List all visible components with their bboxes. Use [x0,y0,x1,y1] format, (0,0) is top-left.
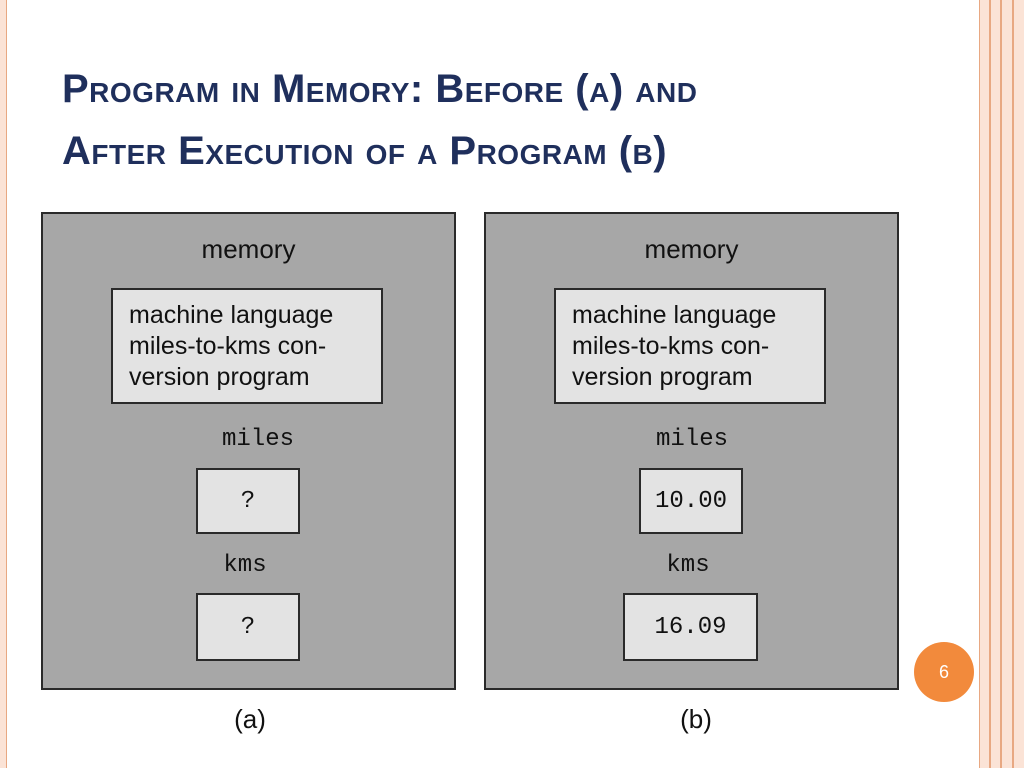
slide-title-line-2: After Execution of a Program (b) [62,129,668,173]
kms-label: kms [223,552,267,579]
right-decorative-stripes [979,0,1024,768]
kms-label: kms [666,552,710,579]
slide-title: Program in Memory: Before (a) and After … [62,58,942,182]
program-line: machine language [572,301,777,329]
program-line: version program [572,363,753,391]
miles-label: miles [221,426,294,453]
page-number-badge: 6 [914,642,974,702]
miles-value-box: ? [196,468,300,534]
program-box: machine language miles-to-kms con- versi… [554,288,826,404]
kms-value-box: ? [196,593,300,661]
memory-label: memory [201,234,296,264]
left-decorative-edge [0,0,6,768]
program-line: version program [129,363,310,391]
memory-label: memory [644,234,739,264]
program-line: machine language [129,301,334,329]
memory-panel-after: memory machine language miles-to-kms con… [484,212,899,690]
miles-label: miles [655,426,728,453]
miles-value-box: 10.00 [639,468,743,534]
program-line: miles-to-kms con- [129,332,327,360]
left-decorative-line [6,0,7,768]
program-line: miles-to-kms con- [572,332,770,360]
slide-title-line-1: Program in Memory: Before (a) and [62,67,698,111]
program-box: machine language miles-to-kms con- versi… [111,288,383,404]
memory-panel-before: memory machine language miles-to-kms con… [41,212,456,690]
caption-a: (a) [234,704,266,734]
kms-value-box: 16.09 [623,593,758,661]
caption-b: (b) [680,704,712,734]
